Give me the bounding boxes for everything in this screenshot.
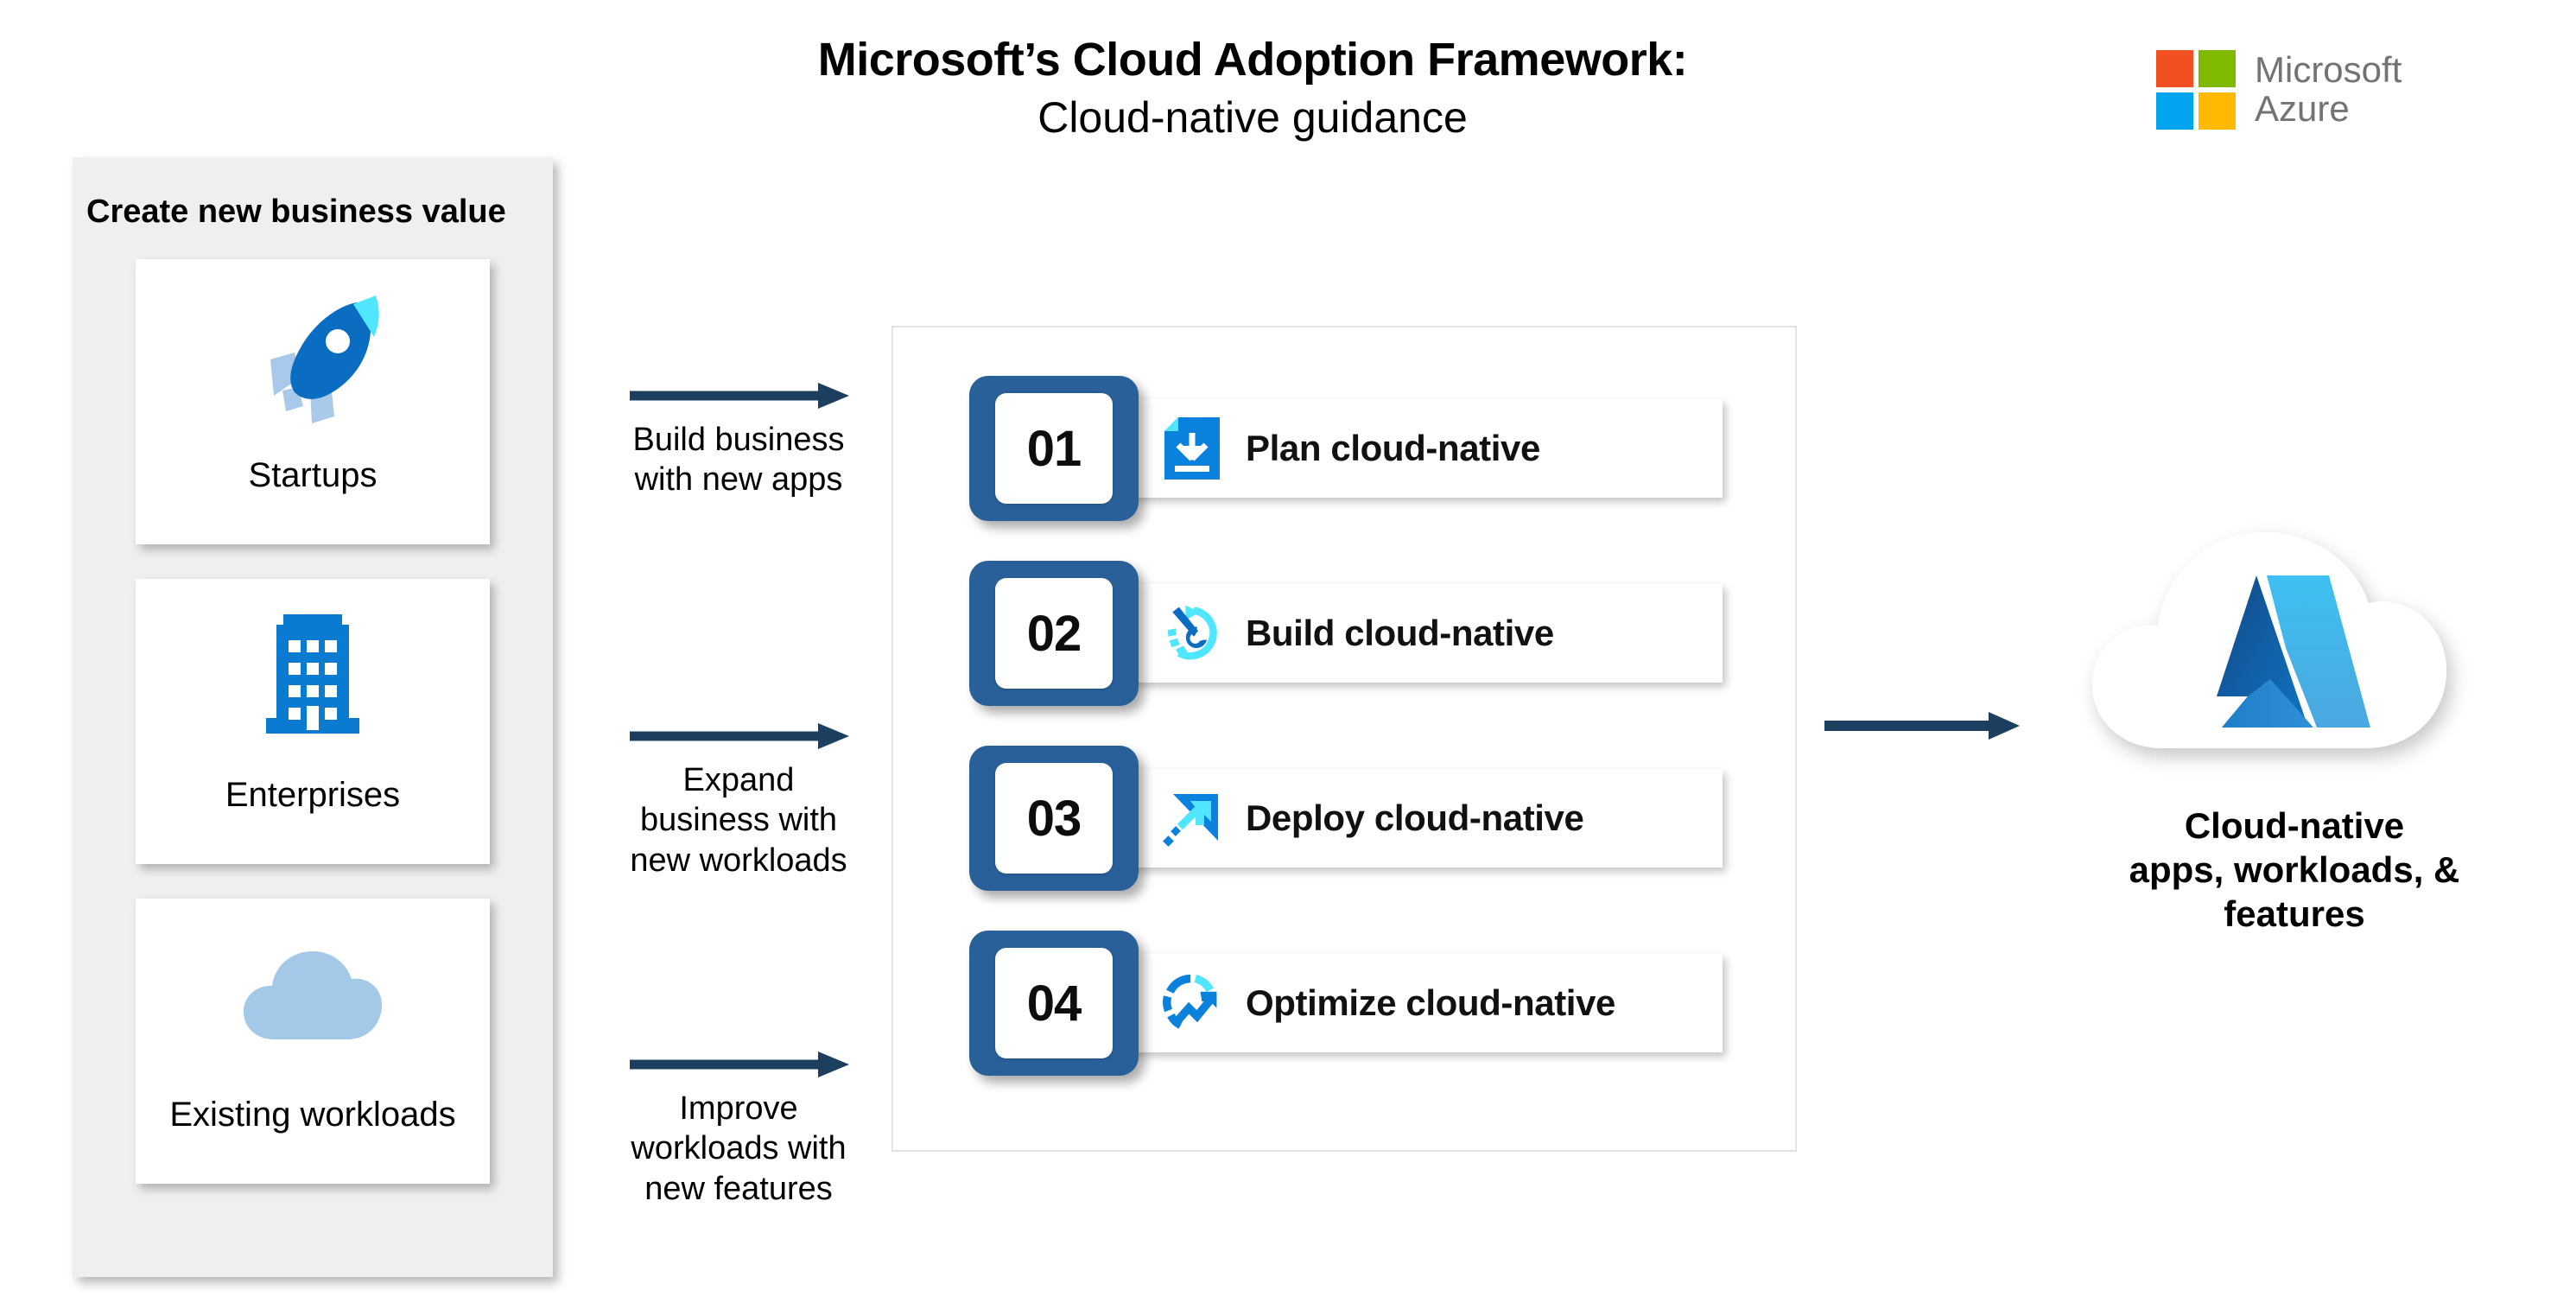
outcome-arrow [1823,709,2021,747]
right-arrow-icon [630,383,849,409]
flow-arrow-label: Improve workloads with new features [570,1089,907,1209]
value-card-label: Enterprises [225,776,401,814]
flow-arrow-group-improve: Improve workloads with new features [570,1047,907,1209]
arrow-launch-icon [1161,787,1223,849]
outcome-block: Cloud-native apps, workloads, & features [2053,501,2536,937]
step-label: Plan cloud-native [1246,428,1540,468]
azure-cloud-icon [2053,501,2536,795]
ms-square-green [2198,50,2236,87]
step-row[interactable]: 03 Deploy cloud-native [969,746,1723,891]
flow-arrow-label-line3: new features [644,1170,833,1207]
flow-arrow-group-build: Build business with new apps [570,378,907,500]
wrench-loop-icon [1161,602,1223,664]
step-number-badge: 02 [969,561,1139,706]
ms-square-red [2156,50,2193,87]
step-label: Optimize cloud-native [1246,982,1615,1023]
step-row[interactable]: 02 Build cloud-native [969,561,1723,706]
outcome-caption-line2: apps, workloads, & [2129,849,2460,891]
right-arrow-icon [1824,712,2020,740]
building-icon [244,579,382,776]
value-card-label: Existing workloads [169,1096,456,1134]
value-card-startups[interactable]: Startups [136,259,490,544]
document-download-icon [1161,417,1223,480]
outcome-caption-line3: features [2224,893,2365,935]
page-title: Microsoft’s Cloud Adoption Framework: Cl… [605,33,1900,143]
flow-arrow-label-line1: Improve [679,1090,798,1127]
gauge-trend-icon [1161,972,1223,1034]
flow-arrow-label-line2: with new apps [634,461,843,499]
flow-arrow-label-line1: Build business [632,422,845,458]
flow-arrow-label-line2: workloads with [631,1130,847,1167]
ms-square-yellow [2198,92,2236,130]
title-subtitle: Cloud-native guidance [1037,92,1468,142]
step-number: 04 [995,948,1113,1058]
value-card-existing-workloads[interactable]: Existing workloads [136,899,490,1184]
value-card-list: Startups [73,259,553,1218]
rocket-icon [231,259,395,456]
right-arrow-icon [630,1052,849,1077]
microsoft-squares-icon [2156,50,2236,130]
step-label: Deploy cloud-native [1246,797,1584,838]
create-business-value-panel: Create new business value Startups [73,157,553,1277]
ms-square-blue [2156,92,2193,130]
step-label: Build cloud-native [1246,613,1554,653]
step-number-badge: 04 [969,931,1139,1076]
step-bar[interactable]: Plan cloud-native [1120,399,1723,498]
cloud-icon [226,899,399,1096]
step-number: 01 [995,393,1113,504]
flow-arrow-label-line3: new workloads [630,842,847,879]
logo-line-azure: Azure [2255,88,2350,129]
flow-arrow-group-expand: Expand business with new workloads [570,719,907,880]
step-bar[interactable]: Optimize cloud-native [1120,954,1723,1052]
step-row[interactable]: 01 Plan cloud-native [969,376,1723,521]
step-number: 03 [995,763,1113,874]
step-bar[interactable]: Deploy cloud-native [1120,769,1723,867]
step-row[interactable]: 04 Optimize cloud-native [969,931,1723,1076]
microsoft-azure-wordmark: Microsoft Azure [2255,51,2402,128]
step-bar[interactable]: Build cloud-native [1120,584,1723,683]
outcome-caption: Cloud-native apps, workloads, & features [2053,804,2536,937]
title-main: Microsoft’s Cloud Adoption Framework: [817,34,1688,86]
microsoft-azure-logo: Microsoft Azure [2156,50,2402,130]
step-number-badge: 01 [969,376,1139,521]
flow-arrow-label-line2: business with [639,802,838,839]
step-number: 02 [995,578,1113,689]
logo-line-microsoft: Microsoft [2255,49,2402,91]
left-panel-title: Create new business value [86,194,506,230]
flow-arrow-label: Build business with new apps [570,420,907,500]
flow-arrow-label: Expand business with new workloads [570,760,907,880]
outcome-caption-line1: Cloud-native [2184,805,2405,846]
right-arrow-icon [630,723,849,749]
step-number-badge: 03 [969,746,1139,891]
value-card-enterprises[interactable]: Enterprises [136,579,490,864]
cloud-native-steps-panel: 01 Plan cloud-native 02 [891,326,1797,1152]
flow-arrow-label-line1: Expand [682,762,795,798]
value-card-label: Startups [248,456,378,494]
